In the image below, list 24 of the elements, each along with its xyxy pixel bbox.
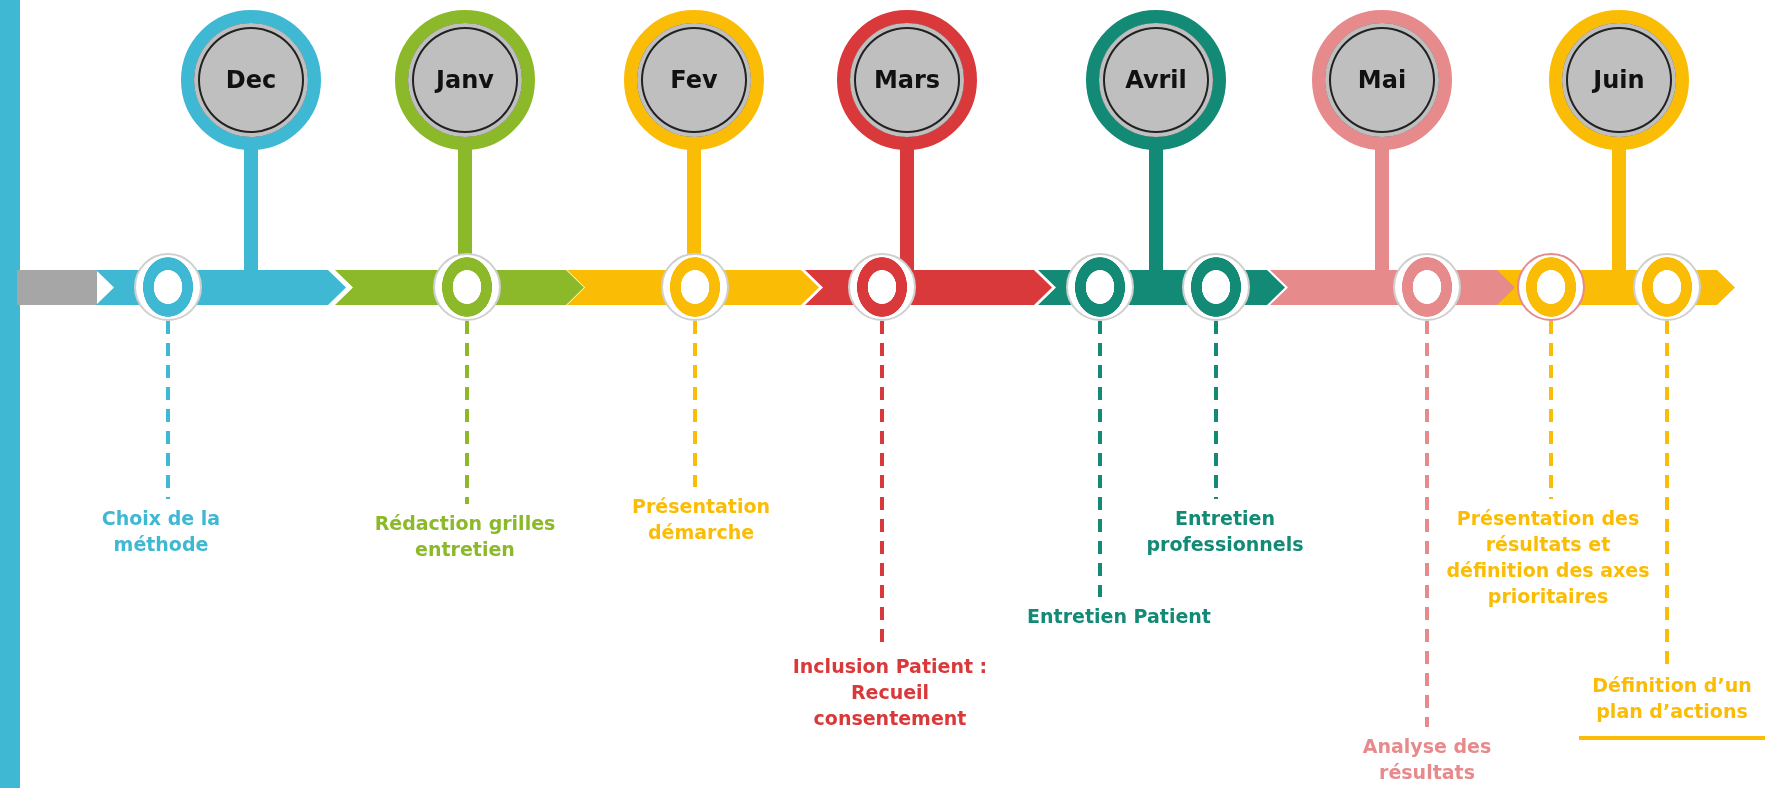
month-label: Fev <box>670 66 718 94</box>
month-label: Juin <box>1593 66 1645 94</box>
milestone-label: Entretien Patient <box>1014 603 1224 629</box>
month-label: Janv <box>436 66 494 94</box>
month-label: Dec <box>225 66 277 94</box>
leader-line <box>693 321 697 487</box>
leader-line <box>465 321 469 504</box>
milestone-label: Rédaction grilles entretien <box>350 510 580 562</box>
milestone-label: Définition d’un plan d’actions <box>1577 672 1767 724</box>
month-label: Avril <box>1125 66 1187 94</box>
milestone-label: Choix de la méthode <box>86 505 236 557</box>
milestone-label: Présentation des résultats et définition des axes prioritaires <box>1443 505 1653 609</box>
leader-line <box>1665 321 1669 666</box>
milestone-label: Analyse des résultats <box>1352 733 1502 785</box>
leader-line <box>1214 321 1218 499</box>
milestone-label: Entretien professionnels <box>1135 505 1315 557</box>
month-label: Mai <box>1357 66 1407 94</box>
month-label: Mars <box>873 66 941 94</box>
milestone-label: Inclusion Patient : Recueil consentement <box>785 653 995 731</box>
leader-line <box>1098 321 1102 597</box>
leader-line <box>166 321 170 499</box>
leader-line <box>1425 321 1429 727</box>
leader-line <box>1549 321 1553 499</box>
milestone-label: Présentation démarche <box>616 493 786 545</box>
